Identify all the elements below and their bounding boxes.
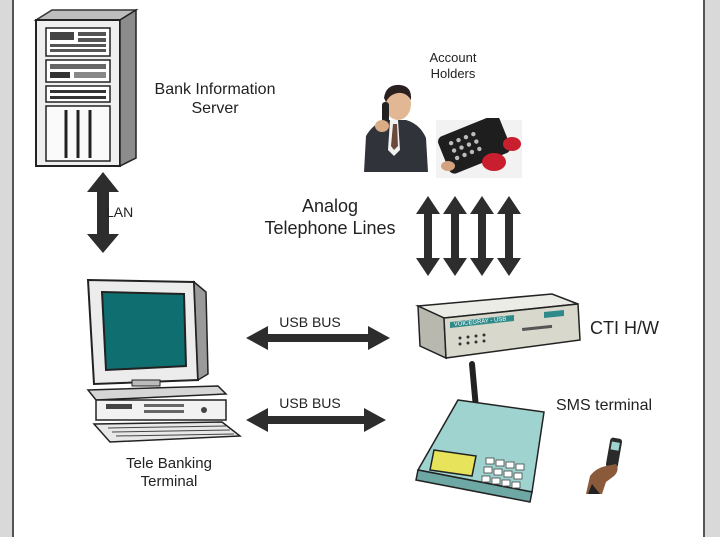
keypad-phone-icon [436, 118, 524, 178]
mobile-phone-icon [584, 436, 628, 494]
sms-terminal-icon [414, 360, 554, 506]
usb-bus-top-label: USB BUS [279, 314, 341, 330]
server-tower-icon [32, 8, 142, 168]
desktop-computer-icon [84, 276, 244, 444]
sms-label: SMS terminal [556, 397, 653, 414]
usb-bus-top-arrow [246, 326, 390, 350]
server-label: Bank Information Server [154, 81, 276, 118]
person-phone-icon [360, 80, 430, 172]
cti-label: CTI H/W [590, 318, 659, 338]
usb-bus-bottom-label: USB BUS [279, 395, 341, 411]
cti-device-text: VOICEGRAY - USB [454, 317, 507, 328]
lan-arrow [86, 172, 120, 254]
terminal-label: Tele Banking Terminal [126, 455, 212, 490]
usb-bus-bottom-arrow [246, 408, 386, 432]
lan-label: LAN [106, 204, 134, 220]
cti-box-icon: VOICEGRAY - USB [414, 288, 582, 360]
account-holders-label: Account Holders [429, 50, 477, 81]
analog-lines-label: Analog Telephone Lines [264, 196, 396, 238]
telephone-lines-arrows [414, 196, 526, 276]
